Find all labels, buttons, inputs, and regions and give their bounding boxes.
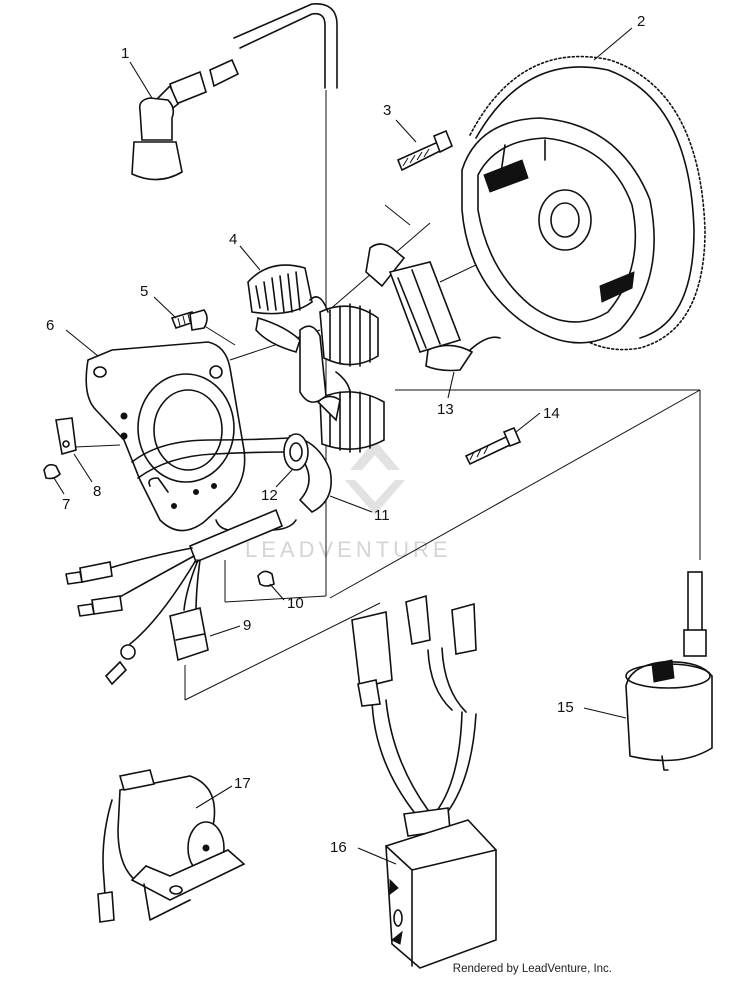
callout-8: 8 (93, 483, 101, 500)
part-12-grommet (283, 433, 309, 471)
callout-4: 4 (229, 231, 237, 248)
part-17-starter-solenoid (97, 769, 246, 923)
watermark-text: LEADVENTURE (245, 537, 452, 562)
leader-lines (53, 27, 633, 865)
part-13-pulser-coil (365, 243, 501, 372)
watermark-logo-icon (345, 440, 405, 515)
callout-10: 10 (287, 595, 304, 612)
callout-12: 12 (261, 487, 278, 504)
callout-6: 6 (46, 317, 54, 334)
part-10-screw (257, 570, 275, 587)
flywheel-gear-ring (469, 55, 706, 351)
part-8-clip (55, 417, 77, 456)
part-5-screw (170, 309, 208, 331)
wire-harness (65, 508, 284, 686)
part-16-rectifier-module (351, 594, 497, 969)
callout-16: 16 (330, 839, 347, 856)
alignment-lines (74, 90, 701, 701)
footer-credit: Rendered by LeadVenture, Inc. (452, 963, 612, 975)
callout-15: 15 (557, 699, 574, 716)
callout-labels: 1 2 3 4 5 6 7 8 9 10 11 12 13 14 15 16 1… (46, 13, 645, 856)
callout-2: 2 (637, 13, 645, 30)
callout-5: 5 (140, 283, 148, 300)
part-1-spark-plug-cap (131, 3, 338, 181)
callout-11: 11 (374, 507, 390, 524)
part-7-screw (43, 463, 61, 480)
watermark: LEADVENTURE (245, 440, 452, 562)
part-3-bolt (396, 129, 454, 172)
part-15-ignition-coil (625, 571, 713, 771)
callout-3: 3 (383, 102, 391, 119)
callout-9: 9 (243, 617, 251, 634)
callout-14: 14 (543, 405, 560, 422)
part-9-connector (169, 607, 209, 662)
part-2-flywheel (461, 55, 706, 351)
part-4-stator (247, 264, 385, 453)
callout-7: 7 (62, 496, 70, 513)
part-14-bolt (464, 426, 522, 466)
callout-1: 1 (121, 45, 129, 62)
part-6-stator-plate (85, 341, 246, 532)
callout-17: 17 (234, 775, 251, 792)
callout-13: 13 (437, 401, 454, 418)
